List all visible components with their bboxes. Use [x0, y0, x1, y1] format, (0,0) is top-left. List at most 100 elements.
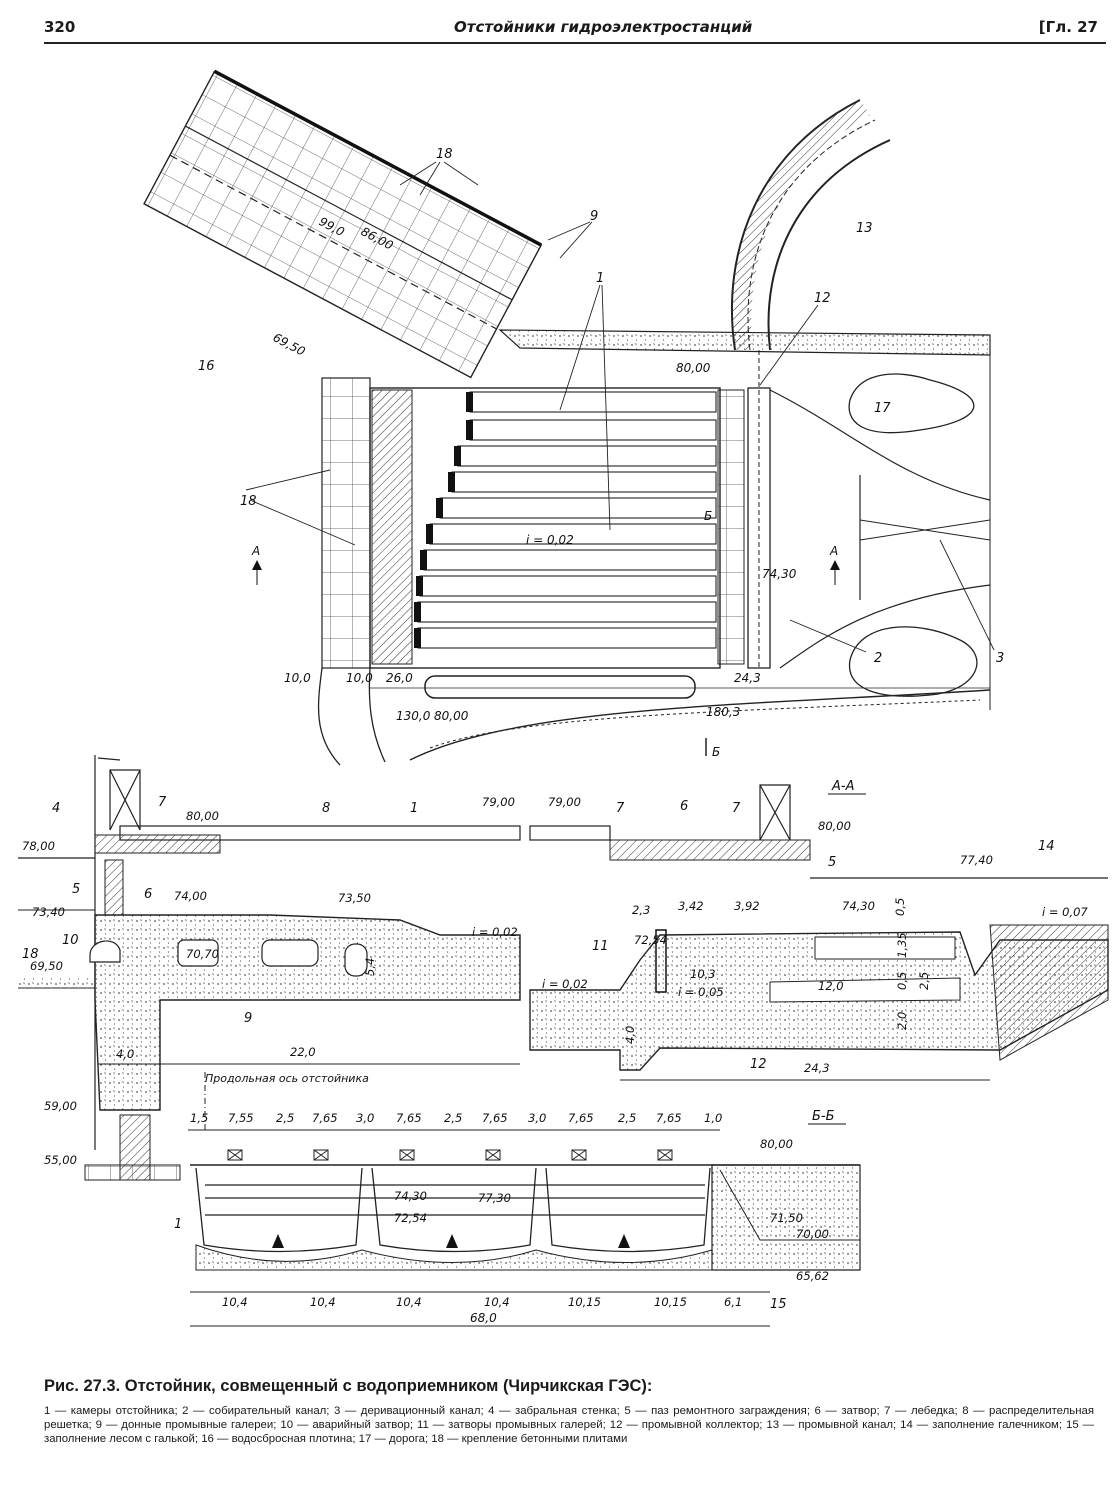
aa-level-5900: 59,00 [44, 1099, 77, 1113]
aa-level-7400: 74,00 [174, 889, 207, 903]
aa-callout-6b: 6 [144, 887, 152, 902]
bb-level-7730: 77,30 [478, 1191, 511, 1205]
plan-callout-17: 17 [874, 401, 891, 416]
aa-dim-05a: 0,5 [893, 898, 907, 916]
aa-callout-5b: 5 [72, 882, 80, 897]
aa-callout-1: 1 [410, 801, 418, 816]
plan-mark-b: Б [704, 509, 712, 523]
bb-level-7254: 72,54 [394, 1211, 427, 1225]
aa-level-7740: 77,40 [960, 853, 993, 867]
aa-level-6950: 69,50 [30, 959, 63, 973]
figure-caption: Рис. 27.3. Отстойник, совмещенный с водо… [44, 1377, 1094, 1446]
aa-callout-11: 11 [592, 939, 609, 954]
plan-callout-1: 1 [596, 271, 604, 286]
aa-callout-7b: 7 [616, 801, 625, 816]
plan-callout-16: 16 [198, 359, 215, 374]
spillway-dam [143, 69, 543, 379]
aa-callout-12: 12 [750, 1057, 767, 1072]
aa-dim-120: 12,0 [818, 979, 844, 993]
aa-level-7430: 74,30 [842, 899, 875, 913]
plan-mark-b-bottom: Б [712, 745, 720, 759]
plan-view: 18 9 1 12 13 16 17 18 2 3 99,0 86,00 69,… [143, 69, 1004, 766]
bb-bottom-dims: 10,4 10,4 10,4 10,4 10,15 10,15 6,1 [222, 1295, 742, 1309]
aa-dim-103: 10,3 [690, 967, 716, 981]
plan-dim-26: 26,0 [386, 671, 413, 685]
aa-dim-135: 1,35 [895, 932, 909, 958]
aa-level-7070: 70,70 [186, 947, 219, 961]
plan-mark-a-left: А [251, 544, 260, 558]
plan-slope: i = 0,02 [526, 533, 574, 547]
bb-top-dim: 2,5 [276, 1111, 294, 1125]
aa-callout-4: 4 [52, 801, 60, 816]
bb-bottom-dim: 10,15 [654, 1295, 687, 1309]
plan-dim-10a: 10,0 [284, 671, 311, 685]
aa-dim-25: 2,5 [917, 972, 931, 990]
bb-top-dim: 7,55 [228, 1111, 254, 1125]
aa-dim-392: 3,92 [734, 899, 760, 913]
caption-legend: 1 — камеры отстойника; 2 — собирательный… [44, 1405, 1094, 1445]
bb-top-dim: 2,5 [444, 1111, 462, 1125]
plan-elev-69: 69,50 [271, 330, 308, 359]
aa-slope-002a: i = 0,02 [472, 925, 518, 939]
settling-chambers [417, 391, 717, 649]
running-header: 320 Отстойники гидроэлектростанций [Гл. … [44, 18, 1104, 42]
bb-bottom-dim: 10,15 [568, 1295, 601, 1309]
bb-level-7430: 74,30 [394, 1189, 427, 1203]
bb-callout-15: 15 [770, 1297, 787, 1312]
bb-total: 68,0 [470, 1311, 497, 1325]
plan-callout-2: 2 [874, 651, 882, 666]
bb-top-dim: 3,0 [356, 1111, 374, 1125]
bb-top-dim: 7,65 [312, 1111, 338, 1125]
bb-top-dim: 3,0 [528, 1111, 546, 1125]
plan-elev-80-bot: 80,00 [434, 709, 469, 723]
bb-top-dim: 2,5 [618, 1111, 636, 1125]
aa-callout-6a: 6 [680, 799, 688, 814]
aa-dim-40a: 4,0 [116, 1047, 134, 1061]
aa-dim-220: 22,0 [290, 1045, 316, 1059]
bb-top-dim: 1,5 [190, 1111, 208, 1125]
caption-title: Рис. 27.3. Отстойник, совмещенный с водо… [44, 1377, 653, 1395]
plan-dim-130: 130,0 [396, 709, 431, 723]
plan-callout-12: 12 [814, 291, 831, 306]
chapter-label: [Гл. 27 [1038, 18, 1098, 36]
bb-bottom-dim: 10,4 [484, 1295, 510, 1309]
bb-bottom-dim: 10,4 [396, 1295, 422, 1309]
aa-callout-7c: 7 [732, 801, 741, 816]
aa-level-8000a: 80,00 [186, 809, 219, 823]
bb-level-7150: 71,50 [770, 1211, 803, 1225]
plan-callout-13: 13 [856, 221, 873, 236]
aa-dim-54: 5,4 [363, 958, 377, 976]
aa-level-7900a: 79,00 [482, 795, 515, 809]
plan-callout-18b: 18 [240, 494, 257, 509]
plan-elev-80-top: 80,00 [676, 361, 711, 375]
bb-top-dims: 1,5 7,55 2,5 7,65 3,0 7,65 2,5 7,65 3,0 … [190, 1111, 722, 1125]
bb-top-dim: 1,0 [704, 1111, 722, 1125]
page-number: 320 [44, 18, 76, 36]
bb-callout-1: 1 [174, 1217, 182, 1232]
running-title: Отстойники гидроэлектростанций [454, 18, 753, 36]
bb-top-dim: 7,65 [568, 1111, 594, 1125]
plan-dim-10b: 10,0 [346, 671, 373, 685]
aa-dim-243: 24,3 [804, 1061, 830, 1075]
aa-callout-10: 10 [62, 933, 79, 948]
bb-level-7000: 70,00 [796, 1227, 829, 1241]
aa-slope-007: i = 0,07 [1042, 905, 1088, 919]
aa-level-7350: 73,50 [338, 891, 371, 905]
aa-axis-note: Продольная ось отстойника [205, 1072, 369, 1085]
aa-level-5500: 55,00 [44, 1153, 77, 1167]
aa-callout-5a: 5 [828, 855, 836, 870]
aa-level-8000b: 80,00 [818, 819, 851, 833]
aa-callout-9: 9 [244, 1011, 252, 1026]
aa-callout-18: 18 [22, 947, 39, 962]
aa-callout-14: 14 [1038, 839, 1055, 854]
section-aa-title: А-А [831, 779, 854, 794]
aa-dim-23: 2,3 [632, 903, 650, 917]
aa-dim-05b: 0,5 [895, 972, 909, 990]
aa-dim-342: 3,42 [678, 899, 704, 913]
axis-note-text: Продольная ось отстойника [205, 1072, 369, 1085]
plan-callout-3: 3 [996, 651, 1004, 666]
aa-slope-005: i = 0,05 [678, 985, 724, 999]
bb-top-dim: 7,65 [656, 1111, 682, 1125]
header-rule [44, 42, 1106, 44]
bb-top-dim: 7,65 [482, 1111, 508, 1125]
